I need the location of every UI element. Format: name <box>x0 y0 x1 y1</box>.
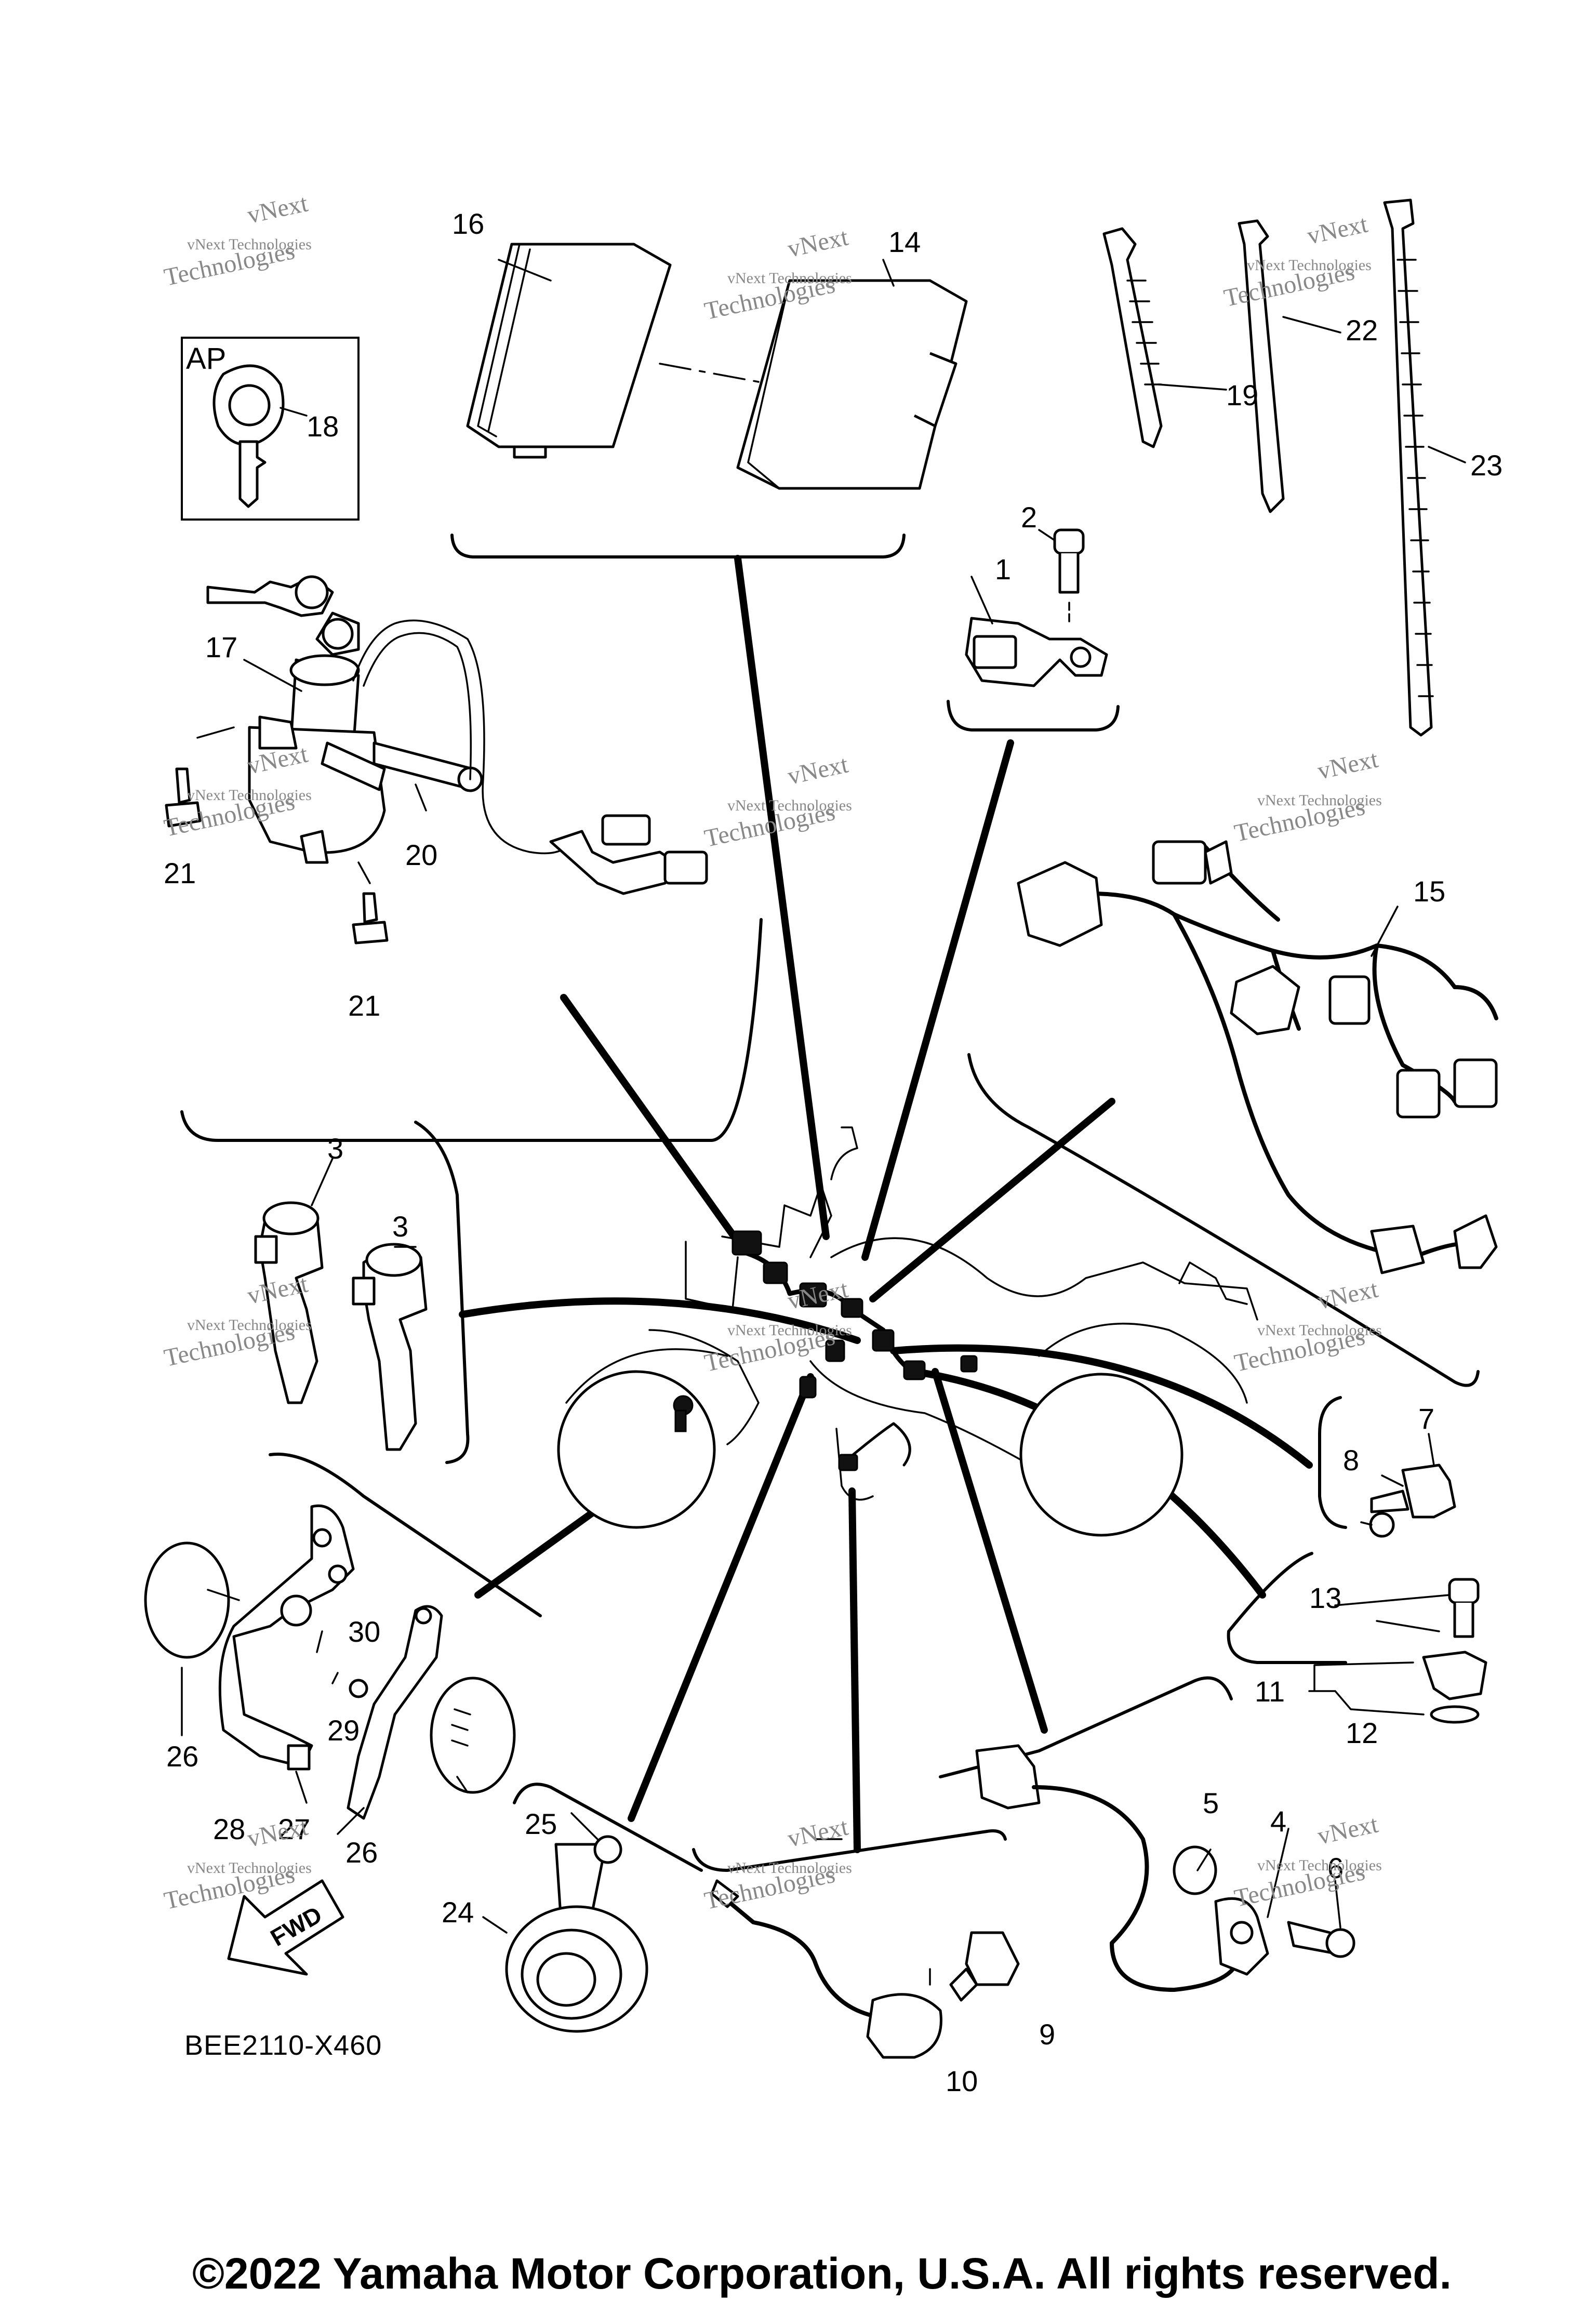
callout-5: 5 <box>1203 1787 1219 1819</box>
svg-text:vNext: vNext <box>245 189 310 229</box>
callout-20: 20 <box>405 839 437 871</box>
callout-11: 11 <box>1255 1675 1285 1708</box>
callout-8: 8 <box>1343 1444 1359 1477</box>
callout-3a: 3 <box>327 1132 343 1165</box>
callout-30: 30 <box>348 1615 380 1648</box>
section-brackets <box>180 534 1480 1872</box>
callout-25: 25 <box>525 1807 557 1840</box>
callout-14: 14 <box>888 225 921 258</box>
callout-28: 28 <box>213 1813 245 1845</box>
svg-text:vNext Technologies: vNext Technologies <box>187 1316 312 1334</box>
svg-text:vNext Technologies: vNext Technologies <box>727 270 852 287</box>
svg-text:vNext Technologies: vNext Technologies <box>727 1859 852 1877</box>
callout-15: 15 <box>1413 875 1445 908</box>
svg-text:vNext Technologies: vNext Technologies <box>1257 1857 1382 1874</box>
callout-13: 13 <box>1309 1581 1341 1614</box>
sensor-7 <box>1369 1464 1456 1538</box>
svg-text:vNext Technologies: vNext Technologies <box>1257 792 1382 809</box>
horn-24 <box>505 1835 648 2033</box>
callout-7: 7 <box>1418 1402 1434 1435</box>
callout-16: 16 <box>452 207 484 240</box>
sensor-11 <box>1308 1578 1487 1724</box>
callout-6: 6 <box>1327 1852 1344 1884</box>
box-label: AP <box>186 342 226 376</box>
callout-19: 19 <box>1226 379 1258 411</box>
wire-harness-15 <box>1017 840 1498 1274</box>
sensor-1 <box>965 528 1108 687</box>
cable-ties <box>1102 198 1434 737</box>
svg-text:vNext: vNext <box>785 1813 850 1852</box>
callout-22: 22 <box>1346 314 1378 347</box>
svg-text:vNext Technologies: vNext Technologies <box>727 797 852 814</box>
svg-text:vNext Technologies: vNext Technologies <box>187 787 312 804</box>
svg-text:vNext: vNext <box>1305 210 1370 249</box>
diagram-code: BEE2110-X460 <box>184 2030 382 2061</box>
leader-lines <box>459 555 1313 1853</box>
svg-text:vNext: vNext <box>1315 745 1380 784</box>
callout-29: 29 <box>327 1714 360 1747</box>
svg-text:vNext: vNext <box>1315 1275 1380 1314</box>
installed-harness <box>673 1230 978 1471</box>
callout-21b: 21 <box>348 989 380 1022</box>
svg-text:vNext: vNext <box>1315 1810 1380 1850</box>
callout-12: 12 <box>1346 1717 1378 1749</box>
callout-26a: 26 <box>166 1740 198 1773</box>
callout-3b: 3 <box>392 1210 408 1243</box>
callout-9: 9 <box>1039 2018 1055 2051</box>
callout-24: 24 <box>442 1896 474 1929</box>
svg-text:vNext Technologies: vNext Technologies <box>187 236 312 253</box>
callout-2: 2 <box>1021 501 1037 534</box>
key-box: AP <box>181 337 360 521</box>
svg-text:vNext: vNext <box>785 223 850 262</box>
svg-text:vNext Technologies: vNext Technologies <box>1257 1322 1382 1339</box>
ecu-parts <box>466 243 968 490</box>
ignition-switch <box>165 575 708 945</box>
svg-text:vNext Technologies: vNext Technologies <box>1247 257 1372 274</box>
sensor-10 <box>710 1879 1020 2059</box>
svg-text:vNext Technologies: vNext Technologies <box>187 1859 312 1877</box>
callout-27: 27 <box>278 1813 310 1845</box>
callout-26b: 26 <box>345 1836 378 1869</box>
bracket-assembly <box>144 1504 516 1820</box>
motorcycle-outline <box>557 1126 1258 1537</box>
callout-numbers: 1 2 3 3 4 5 6 7 8 9 10 11 12 13 14 15 16… <box>164 207 1502 2097</box>
copyright-notice: ©2022 Yamaha Motor Corporation, U.S.A. A… <box>192 2249 1452 2298</box>
callout-23: 23 <box>1470 449 1502 482</box>
callout-lines <box>181 259 1466 1986</box>
callout-1: 1 <box>995 553 1011 586</box>
callout-4: 4 <box>1270 1805 1286 1838</box>
callout-18: 18 <box>307 410 339 443</box>
svg-text:vNext: vNext <box>785 750 850 790</box>
callout-10: 10 <box>946 2065 978 2097</box>
svg-text:vNext Technologies: vNext Technologies <box>727 1322 852 1339</box>
callout-17: 17 <box>205 631 237 663</box>
svg-text:vNext: vNext <box>245 1813 310 1852</box>
callout-21a: 21 <box>164 857 196 889</box>
sensors-3 <box>254 1201 428 1451</box>
